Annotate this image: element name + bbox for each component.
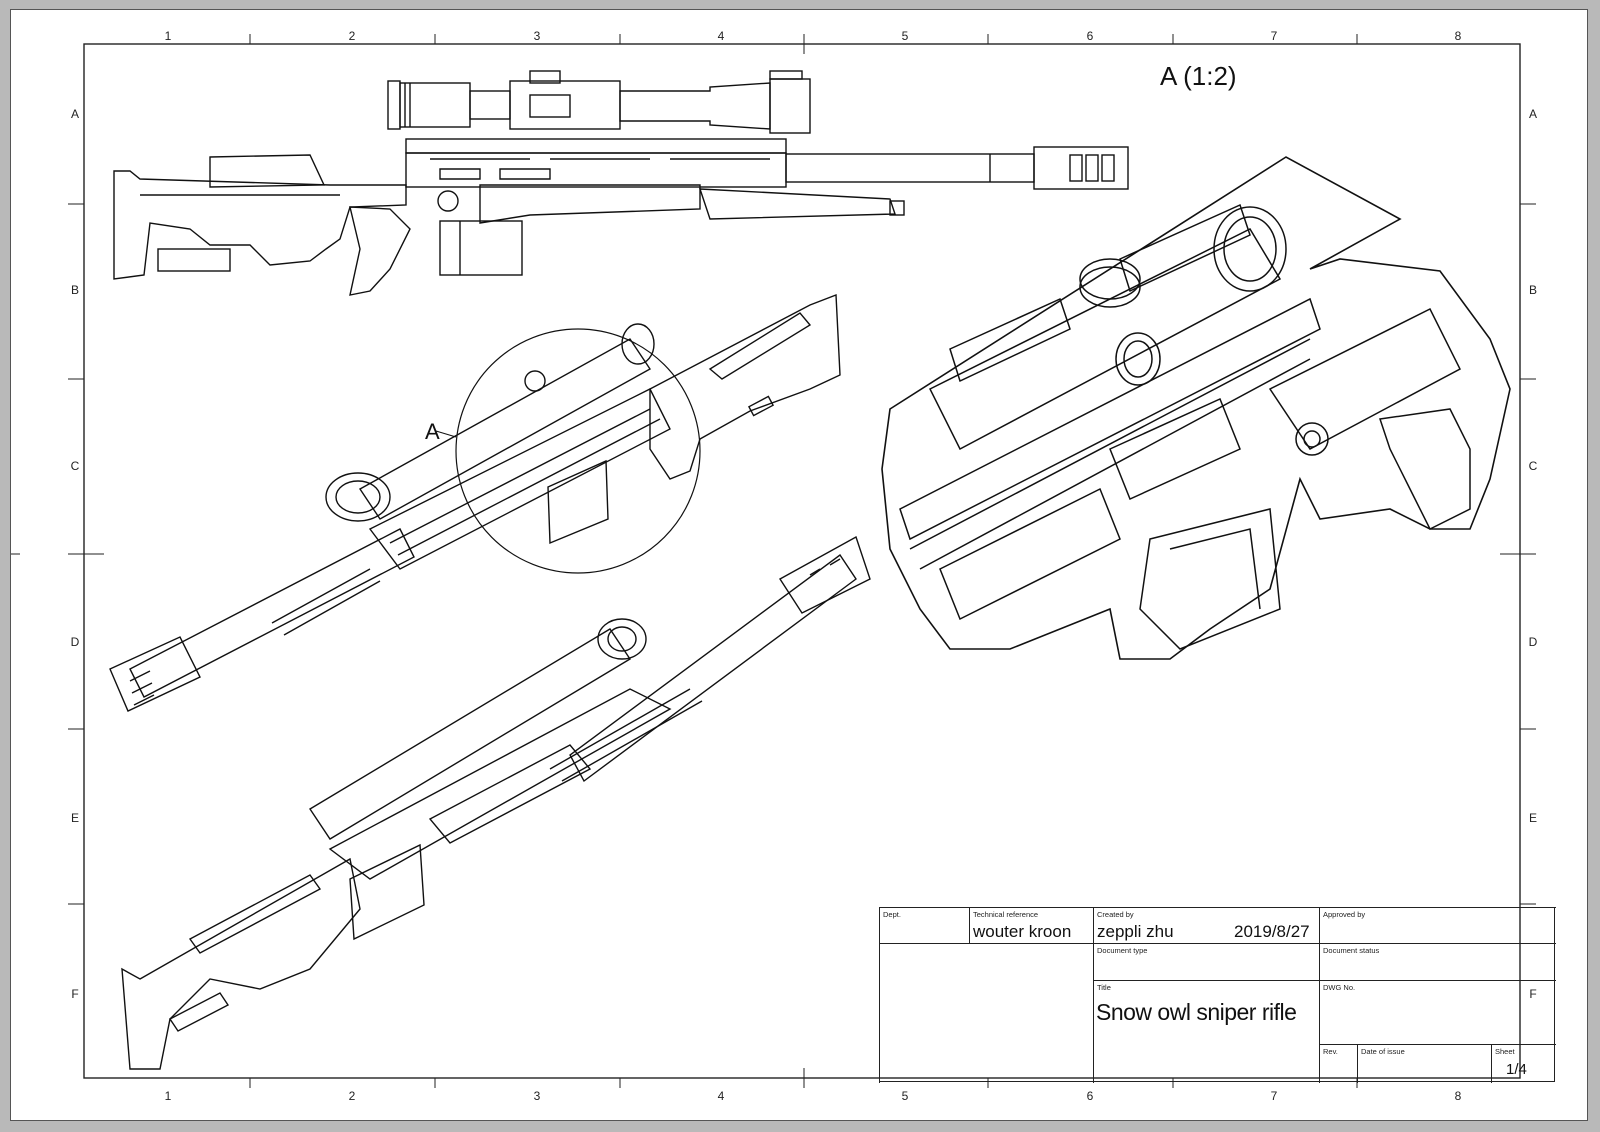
zone-ticks [11, 34, 1536, 1088]
zone-col-8-top: 8 [1454, 29, 1462, 43]
dwg-no-cell: DWG No. [1319, 980, 1556, 1044]
created-by-caption: Created by [1097, 910, 1134, 919]
drawing-sheet: 1 2 3 4 5 6 7 8 1 2 3 4 5 6 7 8 A B C D … [10, 9, 1588, 1121]
rev-cell: Rev. [1319, 1044, 1357, 1083]
title-cell: Title Snow owl sniper rifle [1093, 980, 1319, 1083]
technical-reference-value: wouter kroon [973, 922, 1072, 941]
zone-col-2-top: 2 [348, 29, 356, 43]
zone-row-d-right: D [1528, 635, 1538, 649]
zone-col-2-bottom: 2 [348, 1089, 356, 1103]
technical-reference-caption: Technical reference [973, 910, 1039, 919]
isometric-view-rifle-upper [109, 293, 841, 712]
zone-row-e-right: E [1528, 811, 1537, 825]
created-by-cell: Created by zeppli zhu 2019/8/27 [1093, 907, 1319, 943]
zone-col-7-bottom: 7 [1270, 1089, 1278, 1103]
zone-col-1-bottom: 1 [164, 1089, 172, 1103]
zone-row-c-left: C [70, 459, 80, 473]
zone-row-f-left: F [71, 987, 79, 1001]
isometric-view-rifle-lower [121, 535, 871, 1070]
zone-row-e-left: E [70, 811, 79, 825]
zone-row-f-right: F [1529, 987, 1537, 1001]
zone-col-8-bottom: 8 [1454, 1089, 1462, 1103]
zone-col-5-bottom: 5 [901, 1089, 909, 1103]
zone-col-3-top: 3 [533, 29, 541, 43]
zone-row-c-right: C [1528, 459, 1538, 473]
zone-col-7-top: 7 [1270, 29, 1278, 43]
dwg-no-caption: DWG No. [1323, 983, 1356, 992]
document-status-caption: Document status [1323, 946, 1380, 955]
zone-col-1-top: 1 [164, 29, 172, 43]
zone-row-a-left: A [70, 107, 79, 121]
rev-caption: Rev. [1323, 1047, 1338, 1056]
detail-view-a [881, 156, 1511, 660]
title-caption: Title [1097, 983, 1111, 992]
zone-row-d-left: D [70, 635, 80, 649]
zone-row-b-right: B [1528, 283, 1537, 297]
detail-callout-marker: A [425, 419, 440, 444]
drawing-frame [83, 43, 1521, 1079]
title-block: Dept. Technical reference wouter kroon C… [879, 907, 1556, 1083]
technical-reference-cell: Technical reference wouter kroon [969, 907, 1093, 943]
zone-col-4-bottom: 4 [717, 1089, 725, 1103]
document-type-cell: Document type [1093, 943, 1319, 980]
date-of-issue-cell: Date of issue [1357, 1044, 1491, 1083]
zone-row-b-left: B [70, 283, 79, 297]
sheet-cell: Sheet 1/4 [1491, 1044, 1556, 1083]
date-of-issue-caption: Date of issue [1361, 1047, 1405, 1056]
detail-view-label: A (1:2) [1160, 61, 1237, 91]
zone-col-6-top: 6 [1086, 29, 1094, 43]
sheet-outer-border [10, 9, 1588, 1121]
dept-caption: Dept. [883, 910, 901, 919]
side-view-rifle [113, 70, 1129, 296]
technical-drawing-canvas [11, 34, 1536, 1088]
created-date-value: 2019/8/27 [1234, 922, 1310, 941]
zone-col-4-top: 4 [717, 29, 725, 43]
zone-col-3-bottom: 3 [533, 1089, 541, 1103]
sheet-caption: Sheet [1495, 1047, 1515, 1056]
zone-col-5-top: 5 [901, 29, 909, 43]
zone-col-6-bottom: 6 [1086, 1089, 1094, 1103]
blank-cell [879, 943, 1093, 1083]
drawing-title: Snow owl sniper rifle [1096, 999, 1297, 1025]
document-status-cell: Document status [1319, 943, 1556, 980]
approved-by-cell: Approved by [1319, 907, 1556, 943]
sheet-number: 1/4 [1506, 1061, 1527, 1078]
zone-row-a-right: A [1528, 107, 1537, 121]
created-by-value: zeppli zhu [1097, 922, 1174, 941]
approved-by-caption: Approved by [1323, 910, 1366, 919]
dept-cell: Dept. [879, 907, 969, 943]
document-type-caption: Document type [1097, 946, 1148, 955]
